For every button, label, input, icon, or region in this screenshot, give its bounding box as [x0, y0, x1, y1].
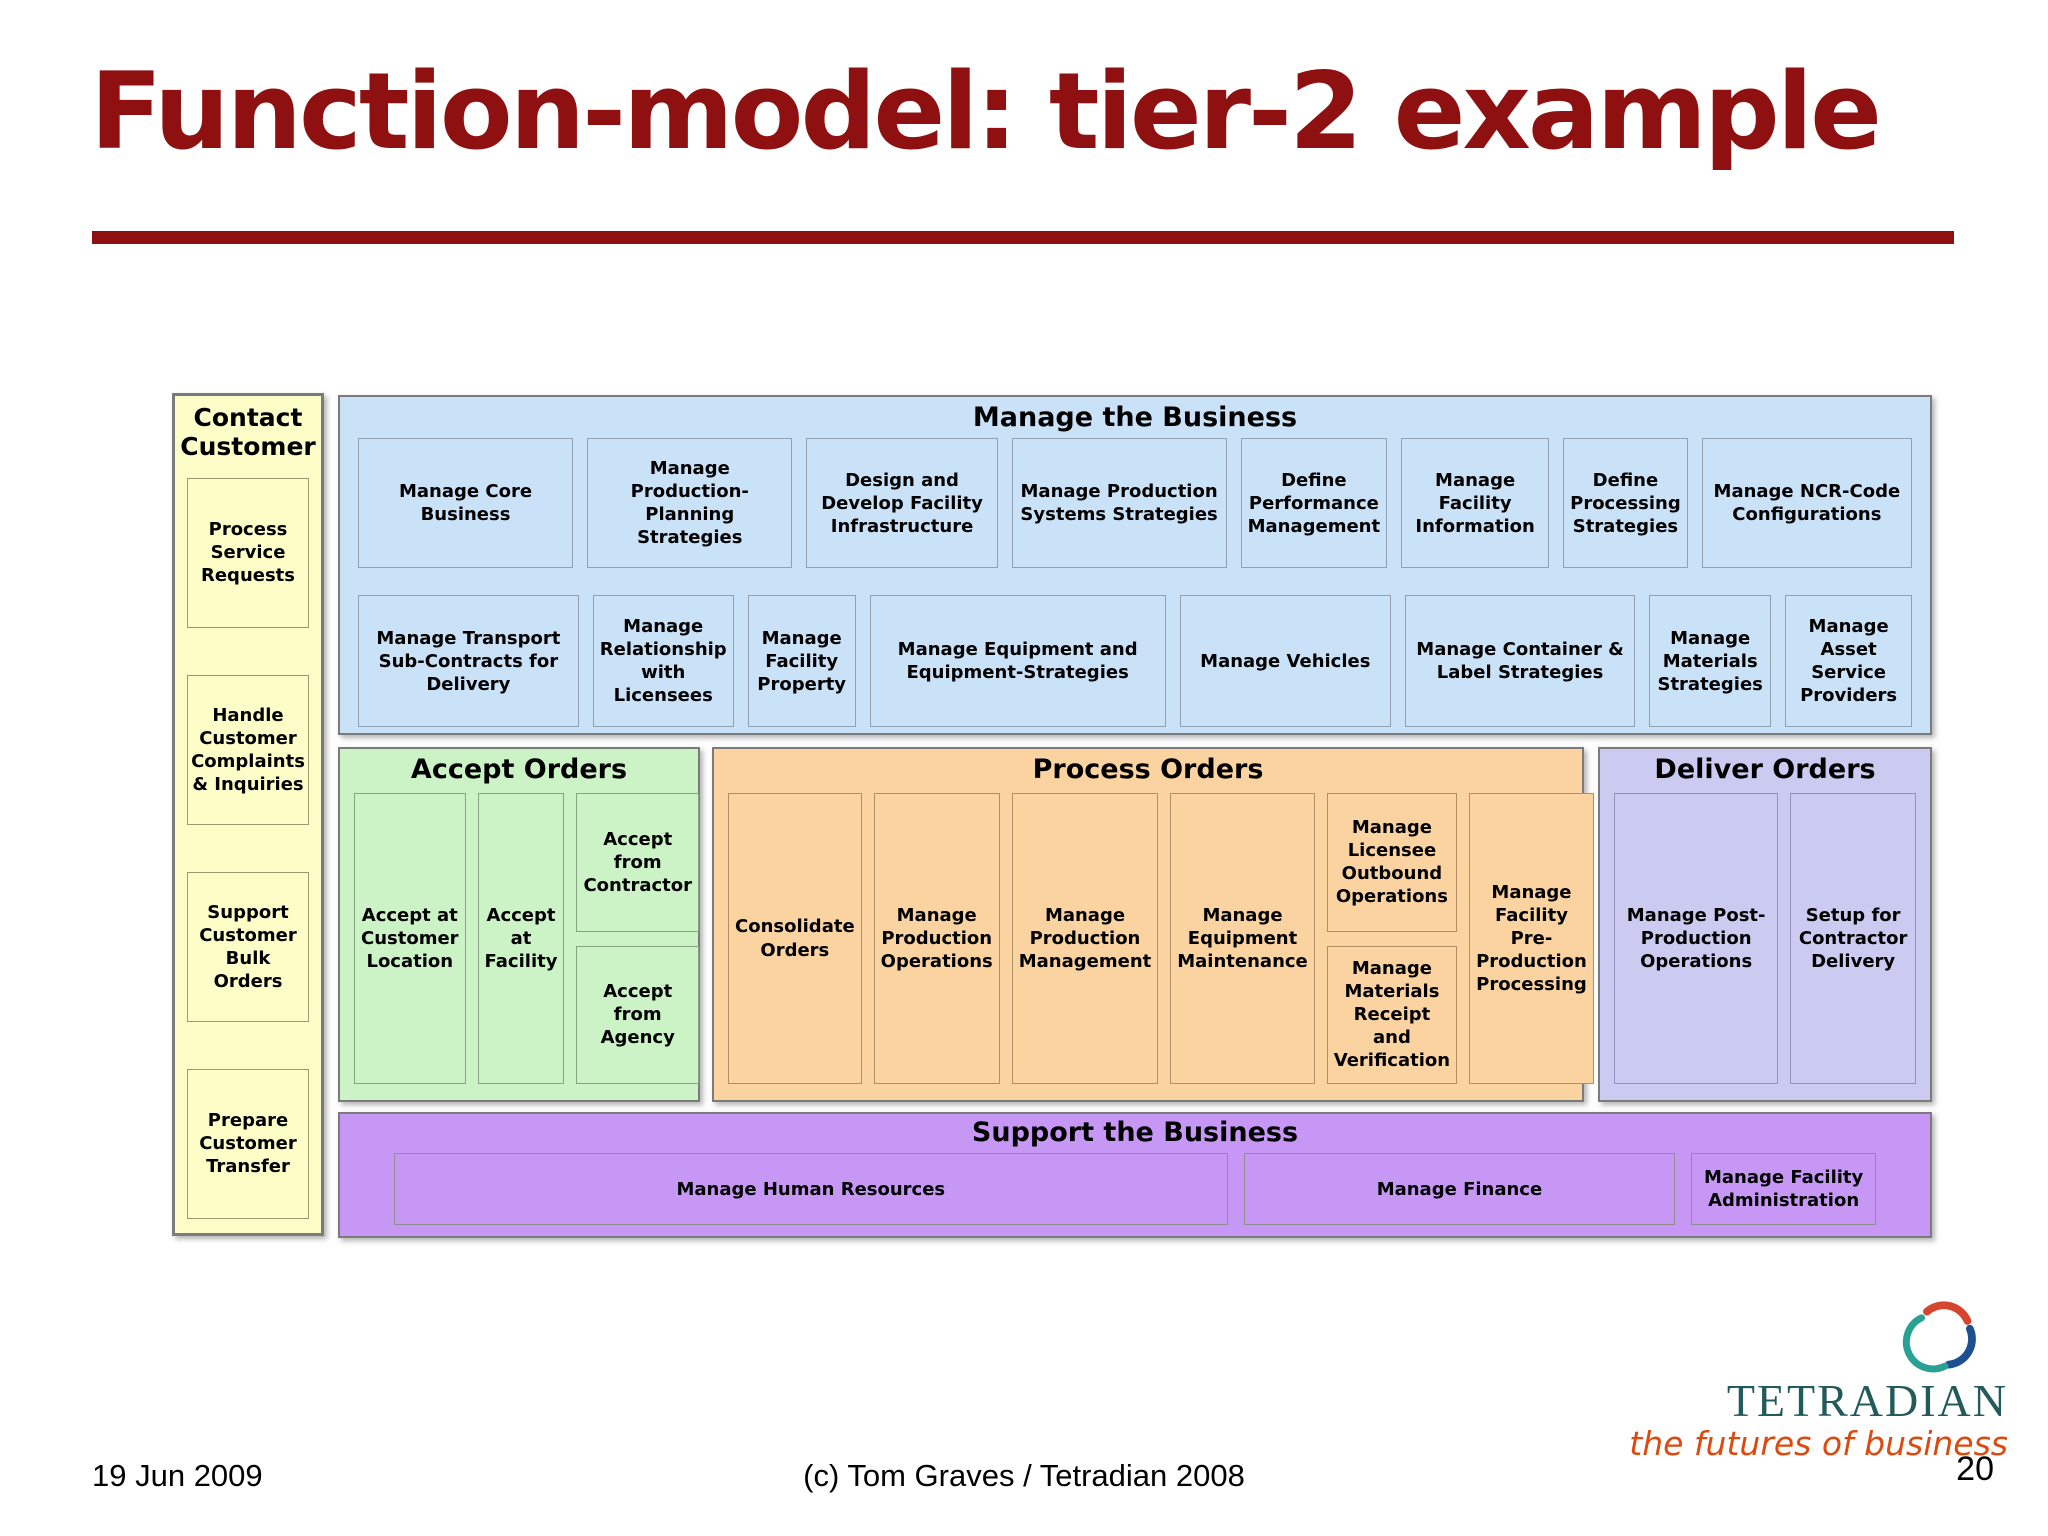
contact-customer-body: Process Service Requests Handle Customer…	[175, 462, 321, 1234]
box-manage-core-business: Manage Core Business	[358, 438, 574, 569]
process-orders-stack: Manage Licensee Outbound Operations Mana…	[1326, 793, 1458, 1085]
box-setup-for-contractor-delivery: Setup for Contractor Delivery	[1790, 793, 1916, 1084]
deliver-orders-section: Deliver Orders Manage Post-Production Op…	[1598, 747, 1932, 1102]
deliver-orders-heading: Deliver Orders	[1654, 754, 1876, 785]
box-process-service-requests: Process Service Requests	[187, 477, 309, 628]
footer-copyright: (c) Tom Graves / Tetradian 2008	[803, 1458, 1245, 1493]
contact-customer-heading: Contact Customer	[180, 403, 316, 461]
box-manage-materials-receipt-verification: Manage Materials Receipt and Verificatio…	[1326, 945, 1458, 1085]
box-manage-relationship-with-licensees: Manage Relationship with Licensees	[592, 595, 734, 728]
box-manage-finance: Manage Finance	[1243, 1153, 1676, 1225]
box-accept-from-contractor: Accept from Contractor	[576, 793, 699, 932]
deliver-orders-body: Manage Post-Production Operations Setup …	[1600, 785, 1930, 1100]
tetradian-swirl-icon	[1902, 1301, 1976, 1373]
contact-customer-section: Contact Customer Process Service Request…	[172, 393, 324, 1236]
page-number: 20	[1956, 1450, 1994, 1488]
box-accept-at-facility: Accept at Facility	[477, 793, 565, 1084]
box-manage-licensee-outbound-operations: Manage Licensee Outbound Operations	[1326, 793, 1458, 932]
manage-the-business-heading: Manage the Business	[972, 402, 1298, 433]
box-manage-facility-property: Manage Facility Property	[747, 595, 856, 728]
box-manage-human-resources: Manage Human Resources	[394, 1153, 1228, 1225]
process-orders-heading: Process Orders	[1032, 754, 1264, 785]
process-orders-body: Consolidate Orders Manage Production Ope…	[714, 785, 1594, 1100]
box-manage-container-label-strategies: Manage Container & Label Strategies	[1404, 595, 1636, 728]
logo-tagline: the futures of business	[1629, 1424, 2008, 1463]
box-manage-transport-sub-contracts: Manage Transport Sub-Contracts for Deliv…	[358, 595, 579, 728]
box-define-performance-management: Define Performance Management	[1240, 438, 1388, 569]
box-prepare-customer-transfer: Prepare Customer Transfer	[187, 1068, 309, 1219]
accept-orders-stack: Accept from Contractor Accept from Agenc…	[576, 793, 699, 1085]
box-define-processing-strategies: Define Processing Strategies	[1563, 438, 1688, 569]
box-accept-from-agency: Accept from Agency	[576, 945, 699, 1085]
footer-date: 19 Jun 2009	[92, 1458, 263, 1493]
accept-orders-body: Accept at Customer Location Accept at Fa…	[340, 785, 699, 1100]
box-design-develop-facility-infrastructure: Design and Develop Facility Infrastructu…	[806, 438, 998, 569]
box-manage-equipment-maintenance: Manage Equipment Maintenance	[1170, 793, 1315, 1084]
support-the-business-heading: Support the Business	[971, 1117, 1299, 1148]
manage-business-row-1: Manage Core Business Manage Production-P…	[340, 438, 1930, 569]
box-manage-asset-service-providers: Manage Asset Service Providers	[1785, 595, 1912, 728]
support-the-business-body: Manage Human Resources Manage Finance Ma…	[340, 1148, 1930, 1236]
manage-the-business-section: Manage the Business Manage Core Business…	[338, 395, 1932, 735]
box-manage-post-production-operations: Manage Post-Production Operations	[1614, 793, 1779, 1084]
box-manage-materials-strategies: Manage Materials Strategies	[1649, 595, 1772, 728]
box-accept-at-customer-location: Accept at Customer Location	[354, 793, 466, 1084]
slide-title: Function-model: tier-2 example	[90, 50, 1882, 173]
accept-orders-heading: Accept Orders	[410, 754, 628, 785]
box-manage-facility-information: Manage Facility Information	[1401, 438, 1550, 569]
title-underline	[92, 231, 1954, 244]
box-manage-facility-pre-production-processing: Manage Facility Pre-Production Processin…	[1469, 793, 1594, 1084]
box-manage-production-operations: Manage Production Operations	[873, 793, 1000, 1084]
box-handle-customer-complaints: Handle Customer Complaints & Inquiries	[187, 674, 309, 825]
box-manage-ncr-code-configurations: Manage NCR-Code Configurations	[1701, 438, 1912, 569]
manage-business-row-2: Manage Transport Sub-Contracts for Deliv…	[340, 595, 1930, 728]
logo-brand-text: TETRADIAN	[1726, 1375, 2008, 1426]
box-manage-facility-administration: Manage Facility Administration	[1691, 1153, 1876, 1225]
box-manage-production-planning-strategies: Manage Production-Planning Strategies	[587, 438, 793, 569]
support-the-business-section: Support the Business Manage Human Resour…	[338, 1112, 1932, 1238]
box-manage-production-management: Manage Production Management	[1011, 793, 1159, 1084]
tetradian-logo: TETRADIAN the futures of business	[1629, 1294, 2008, 1462]
box-manage-vehicles: Manage Vehicles	[1179, 595, 1391, 728]
box-manage-production-systems-strategies: Manage Production Systems Strategies	[1011, 438, 1227, 569]
box-consolidate-orders: Consolidate Orders	[728, 793, 862, 1084]
accept-orders-section: Accept Orders Accept at Customer Locatio…	[338, 747, 700, 1102]
box-manage-equipment-and-strategies: Manage Equipment and Equipment-Strategie…	[869, 595, 1166, 728]
process-orders-section: Process Orders Consolidate Orders Manage…	[712, 747, 1594, 1102]
box-support-customer-bulk-orders: Support Customer Bulk Orders	[187, 871, 309, 1022]
